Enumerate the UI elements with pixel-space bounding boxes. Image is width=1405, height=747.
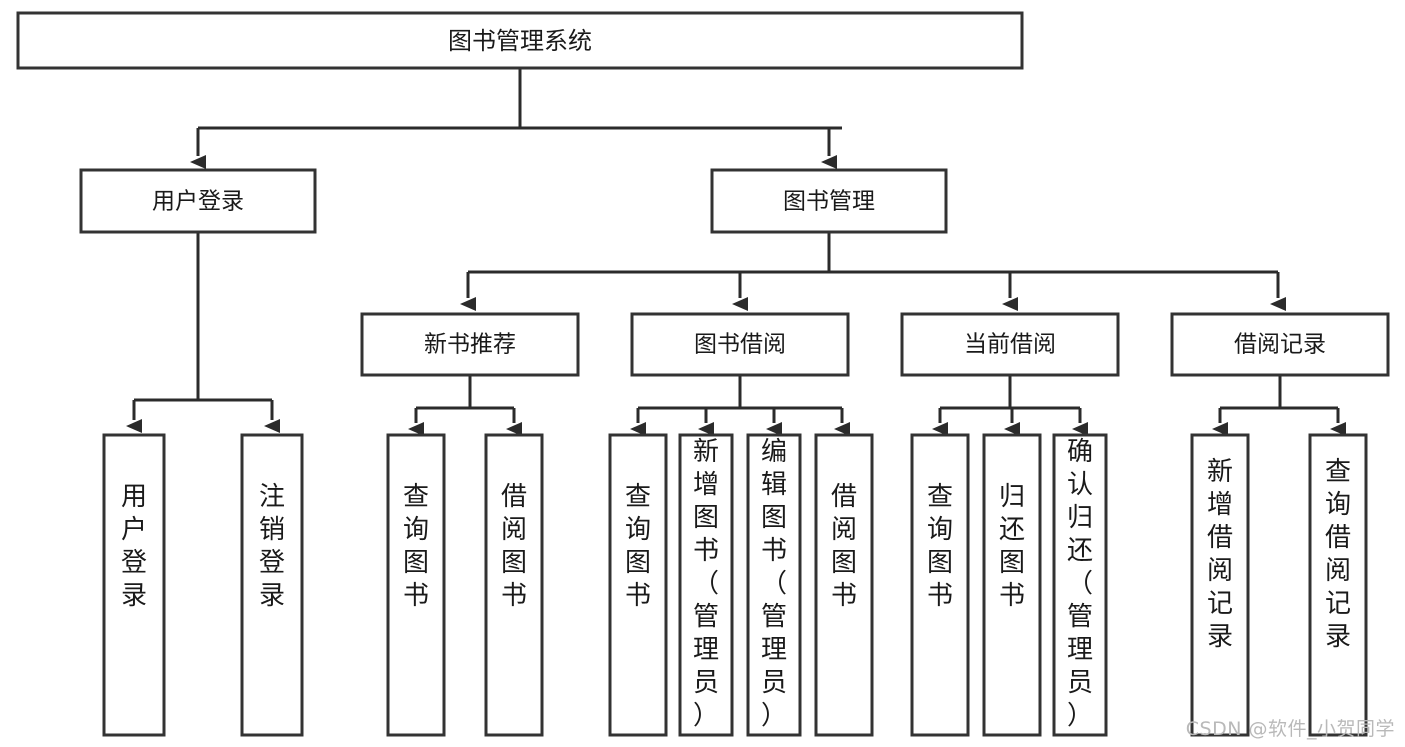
node-borrow-record-label: 借阅记录 (1234, 332, 1326, 358)
leaf-edit-book-admin[interactable]: 编辑图书（管理员） (746, 433, 802, 737)
connectors-new-book-children (408, 375, 522, 436)
leaf-query-borrow-record-label: 查询借阅记录 (1325, 457, 1351, 652)
connectors-book-mgmt-to-level3 (460, 232, 1286, 311)
node-new-book-recommend-label: 新书推荐 (424, 332, 516, 358)
leaf-query-book-cb-label: 查询图书 (927, 482, 953, 611)
leaf-edit-book-admin-label: 编辑图书（管理员） (761, 437, 787, 731)
leaf-query-book-nb[interactable]: 查询图书 (386, 433, 446, 737)
leaf-add-book-admin[interactable]: 新增图书（管理员） (678, 433, 734, 737)
leaf-borrow-book-nb[interactable]: 借阅图书 (484, 433, 544, 737)
leaf-add-book-admin-label: 新增图书（管理员） (693, 437, 719, 731)
leaf-query-book-bb[interactable]: 查询图书 (608, 433, 668, 737)
leaf-return-book[interactable]: 归还图书 (982, 433, 1042, 737)
leaf-add-borrow-record-label: 新增借阅记录 (1207, 457, 1233, 652)
connectors-current-borrow-children (932, 375, 1088, 436)
leaf-query-book-nb-label: 查询图书 (403, 482, 429, 611)
node-book-borrow[interactable]: 图书借阅 (630, 312, 850, 377)
leaf-query-book-cb[interactable]: 查询图书 (910, 433, 970, 737)
node-book-management-label: 图书管理 (783, 189, 875, 215)
node-book-borrow-label: 图书借阅 (694, 332, 786, 358)
connectors-borrow-record-children (1212, 375, 1346, 436)
node-user-login[interactable]: 用户登录 (79, 168, 317, 234)
leaf-user-login[interactable]: 用户登录 (102, 433, 166, 737)
leaf-confirm-return-admin[interactable]: 确认归还（管理员） (1052, 433, 1108, 737)
node-borrow-record[interactable]: 借阅记录 (1170, 312, 1390, 377)
connectors-root-to-level2 (190, 68, 842, 169)
leaf-logout[interactable]: 注销登录 (240, 433, 304, 737)
leaf-query-book-bb-label: 查询图书 (625, 482, 651, 611)
csdn-watermark: CSDN @软件_小贺同学 (1185, 718, 1395, 740)
leaf-query-borrow-record[interactable]: 查询借阅记录 (1308, 433, 1368, 737)
leaf-logout-label: 注销登录 (259, 482, 285, 611)
leaf-confirm-return-admin-label: 确认归还（管理员） (1067, 437, 1093, 731)
node-user-login-label: 用户登录 (152, 189, 244, 215)
leaf-borrow-book-bb-label: 借阅图书 (831, 482, 857, 611)
leaf-borrow-book-nb-label: 借阅图书 (501, 482, 527, 611)
connectors-user-login-children (126, 232, 280, 433)
node-new-book-recommend[interactable]: 新书推荐 (360, 312, 580, 377)
leaf-user-login-label: 用户登录 (121, 482, 147, 611)
node-book-management[interactable]: 图书管理 (710, 168, 948, 234)
leaf-borrow-book-bb[interactable]: 借阅图书 (814, 433, 874, 737)
leaf-add-borrow-record[interactable]: 新增借阅记录 (1190, 433, 1250, 737)
node-root-label: 图书管理系统 (448, 27, 592, 55)
connectors-book-borrow-children (630, 375, 850, 436)
node-root[interactable]: 图书管理系统 (16, 11, 1024, 70)
node-current-borrow[interactable]: 当前借阅 (900, 312, 1120, 377)
leaf-return-book-label: 归还图书 (999, 482, 1025, 611)
node-current-borrow-label: 当前借阅 (964, 332, 1056, 358)
